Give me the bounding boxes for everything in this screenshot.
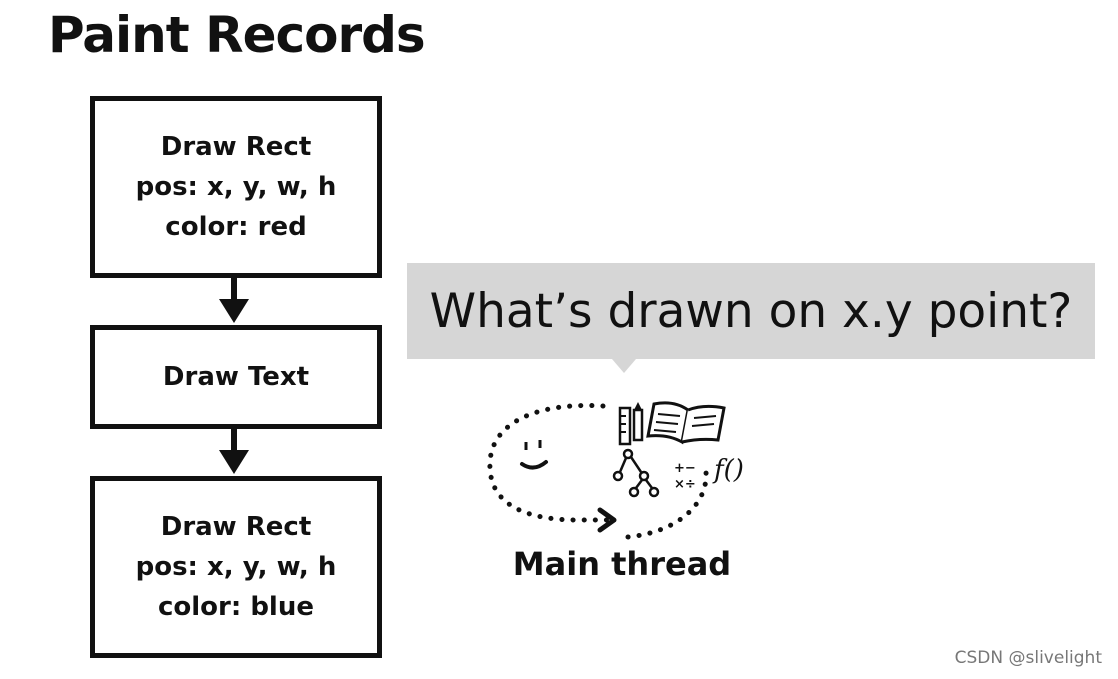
open-book-icon — [646, 401, 726, 445]
svg-text:f(): f() — [712, 455, 744, 485]
math-operators-icon: +− ×÷ — [674, 461, 696, 492]
question-bubble: What’s drawn on x.y point? — [407, 263, 1095, 359]
paint-record-draw-text: Draw Text — [90, 325, 382, 429]
record-line: color: red — [165, 212, 307, 242]
diagram-title: Paint Records — [48, 6, 426, 64]
question-text: What’s drawn on x.y point? — [429, 283, 1073, 339]
record-line: Draw Text — [162, 362, 310, 392]
watermark: CSDN @slivelight — [954, 648, 1102, 668]
arrow-down-icon — [219, 424, 249, 474]
record-line: pos: x, y, w, h — [135, 552, 337, 582]
paint-record-draw-rect-red: Draw Rect pos: x, y, w, h color: red — [90, 96, 382, 278]
record-line: pos: x, y, w, h — [135, 172, 337, 202]
paint-record-draw-rect-blue: Draw Rect pos: x, y, w, h color: blue — [90, 476, 382, 658]
bubble-tail — [612, 359, 636, 373]
loop-arrow-icon — [487, 403, 709, 540]
smiley-face-icon — [520, 440, 548, 470]
svg-text:×÷: ×÷ — [674, 477, 696, 492]
ruler-pencil-icon — [618, 402, 644, 446]
arrow-down-icon — [219, 273, 249, 323]
svg-text:+−: +− — [674, 461, 696, 476]
function-icon: f() — [712, 455, 744, 485]
main-thread-illustration: +− ×÷ f() — [487, 401, 744, 540]
record-line: color: blue — [158, 592, 314, 622]
record-line: Draw Rect — [160, 512, 312, 542]
tree-diagram-icon — [612, 448, 660, 498]
record-line: Draw Rect — [160, 132, 312, 162]
main-thread-label: Main thread — [512, 545, 732, 583]
